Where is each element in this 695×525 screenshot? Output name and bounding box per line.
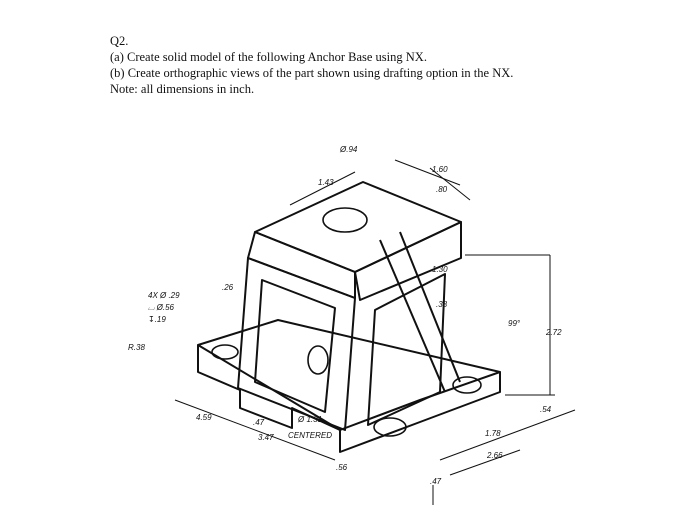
question-note: Note: all dimensions in inch. <box>110 82 255 96</box>
base-top <box>197 319 501 431</box>
dim-base-depth-2: 2.66 <box>486 451 503 460</box>
dim-hole-offset-front: .47 <box>430 477 442 486</box>
dim-top-length: 1.43 <box>318 178 334 187</box>
question-number: Q2. <box>110 34 129 48</box>
question-part-a: (a) Create solid model of the following … <box>110 50 427 64</box>
dim-base-length: 4.59 <box>196 413 212 422</box>
dimension-labels: Ø.94 1.43 1.60 .80 1.30 .38 2.72 99° .26… <box>128 145 562 486</box>
base-front <box>197 345 501 453</box>
dim-top-hole: Ø.94 <box>339 145 358 154</box>
dim-height: 2.72 <box>545 328 562 337</box>
hole-left <box>211 344 239 360</box>
dim-slot-width: 1.30 <box>432 265 448 274</box>
question-block: Q2. (a) Create solid model of the follow… <box>110 33 513 97</box>
dim-cbore-depth: ↧.19 <box>148 315 166 324</box>
dim-rib: .38 <box>436 300 448 309</box>
top-face <box>254 181 462 273</box>
rib-edge-1 <box>379 239 446 393</box>
dim-base-offset: 3.47 <box>258 433 274 442</box>
dim-centered: CENTERED <box>288 431 332 440</box>
holes <box>211 207 482 437</box>
front-window <box>254 279 336 413</box>
rib-edge-2 <box>399 231 461 383</box>
dim-angle: 99° <box>508 319 521 328</box>
question-part-b: (b) Create orthographic views of the par… <box>110 66 514 80</box>
hole-right <box>452 376 482 394</box>
hole-front <box>373 417 407 437</box>
dim-front-thickness: .56 <box>336 463 348 472</box>
dim-right-offset: 1.60 <box>432 165 448 174</box>
dim-hole-offset-left: .47 <box>253 418 265 427</box>
dim-holes: 4X Ø .29 <box>148 291 180 300</box>
hole-center <box>307 345 329 375</box>
dim-right-half: .80 <box>436 185 448 194</box>
dim-corner-radius: .26 <box>222 283 234 292</box>
dim-base-height: .54 <box>540 405 552 414</box>
part-outline <box>197 181 501 453</box>
dim-fillet: R.38 <box>128 343 145 352</box>
front-frame <box>237 257 356 431</box>
dim-base-depth-1: 1.78 <box>485 429 501 438</box>
top-hole <box>322 207 368 233</box>
dimension-lines <box>174 159 576 505</box>
dim-cbore: ⌴ Ø.56 <box>148 303 175 312</box>
right-face <box>354 221 462 301</box>
dim-center-hole: Ø 1.31 <box>297 415 322 424</box>
